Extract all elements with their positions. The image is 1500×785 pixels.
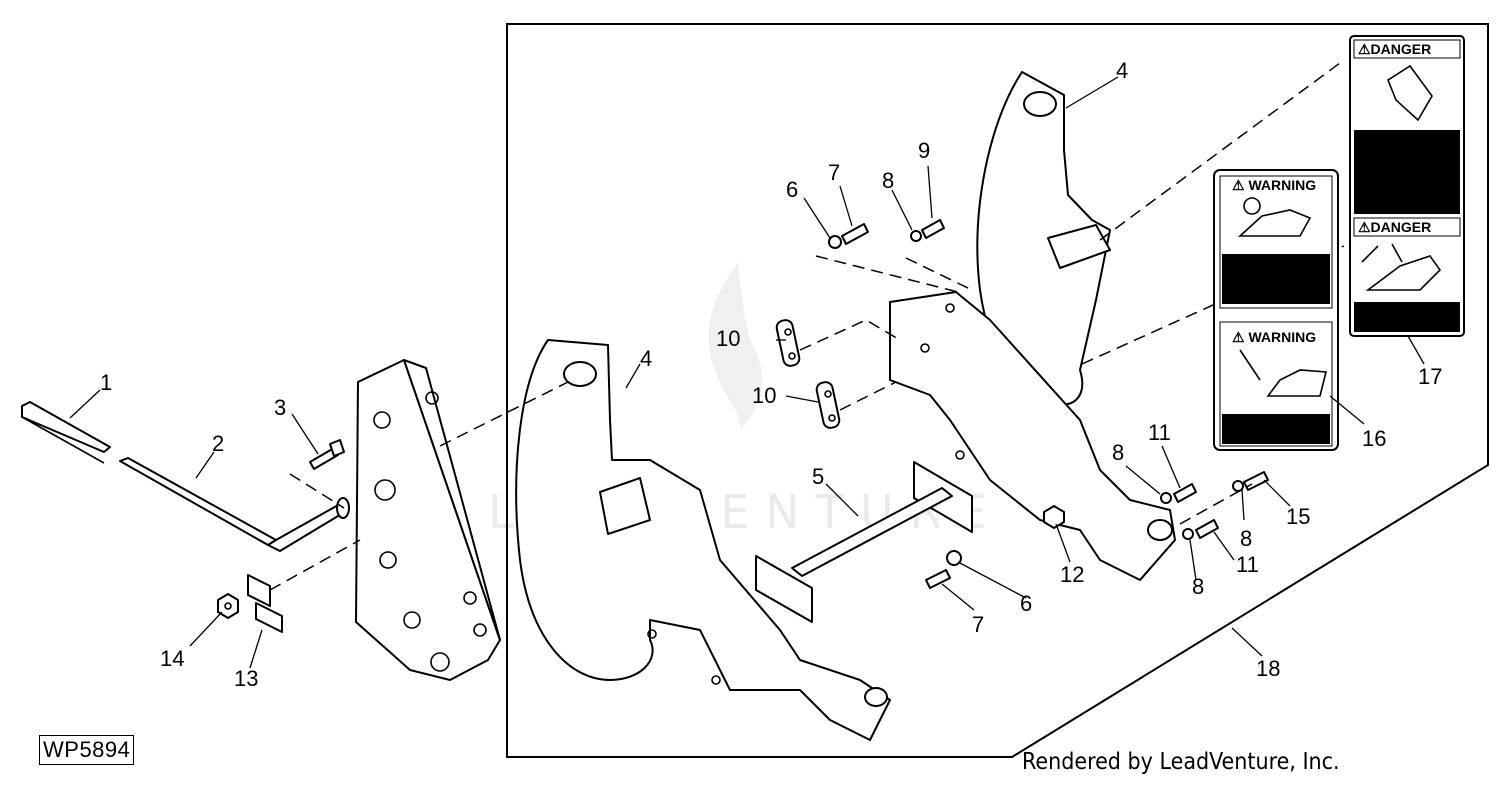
part-11-bolt-upper: [1173, 483, 1197, 503]
callout-10-upper: 10: [716, 326, 740, 351]
callout-15: 15: [1286, 504, 1310, 529]
callout-11-lower: 11: [1236, 552, 1259, 577]
part-14-nut: [217, 593, 239, 619]
part-10-link-upper: [775, 319, 801, 367]
part-8-washer-lower: [1182, 528, 1194, 540]
danger-title-bottom: ⚠DANGER: [1358, 219, 1431, 235]
part-4-bracket-left: [515, 339, 891, 741]
part-1-bar: [21, 401, 111, 464]
part-8-washer-right: [1232, 480, 1244, 492]
part-11-bolt-lower: [1195, 519, 1219, 539]
callout-8-lower: 8: [1192, 574, 1204, 599]
part-13-clip: [247, 574, 283, 633]
part-9-bolt: [921, 219, 945, 239]
part-7-bolt-upper: [841, 223, 869, 245]
callout-6-lower: 6: [1020, 591, 1032, 616]
part-4-bracket-right: [889, 71, 1176, 581]
part-6-washer-upper: [828, 235, 842, 249]
callout-10-lower: 10: [752, 383, 776, 408]
callout-6-upper: 6: [786, 177, 798, 202]
part-8-washer-upper: [910, 230, 922, 242]
callout-13: 13: [234, 666, 258, 691]
part-7-bolt-lower: [925, 569, 951, 589]
part-2-shaft: [119, 457, 350, 552]
part-5-cross-tube: [755, 461, 973, 623]
mounting-plate: [355, 359, 501, 681]
figure-id-label: WP5894: [39, 735, 135, 765]
kit-boundary: [506, 23, 1489, 758]
callout-7-upper: 7: [828, 160, 840, 185]
callout-16: 16: [1362, 426, 1386, 451]
danger-title-top: ⚠DANGER: [1358, 41, 1431, 57]
callout-2: 2: [212, 431, 224, 456]
part-12-nut: [1043, 505, 1065, 529]
callout-5: 5: [812, 464, 824, 489]
warning-title-bottom: ⚠ WARNING: [1232, 329, 1316, 345]
part-3-bolt: [309, 439, 345, 470]
callout-18: 18: [1256, 656, 1280, 681]
warning-title-top: ⚠ WARNING: [1232, 177, 1316, 193]
callout-8-upper: 8: [882, 168, 894, 193]
callout-8-right: 8: [1240, 526, 1252, 551]
part-10-link-lower: [815, 381, 841, 429]
part-16-warning-decals: ⚠ WARNING ⚠ WARNING: [1213, 169, 1339, 451]
callout-17: 17: [1418, 364, 1442, 389]
callout-11-upper: 11: [1148, 420, 1171, 445]
callout-4-left: 4: [640, 346, 652, 371]
callout-3: 3: [274, 395, 286, 420]
part-6-washer-lower: [946, 550, 962, 566]
render-credit: Rendered by LeadVenture, Inc.: [1022, 749, 1340, 775]
callout-8-mid: 8: [1112, 440, 1124, 465]
leader-lines: [69, 76, 1425, 669]
part-17-danger-decals: ⚠DANGER ⚠DANGER: [1349, 35, 1465, 337]
callout-4-right: 4: [1116, 58, 1128, 83]
callout-7-lower: 7: [972, 612, 984, 637]
callout-9: 9: [918, 138, 930, 163]
part-8-washer-mid: [1160, 492, 1172, 504]
callout-12: 12: [1060, 562, 1084, 587]
callout-1: 1: [100, 370, 112, 395]
callout-14: 14: [160, 646, 184, 671]
callouts: 1 2 3 4 4 5 6 6 7 7 8 8 8 8 9 10 10 11 1…: [100, 58, 1442, 691]
